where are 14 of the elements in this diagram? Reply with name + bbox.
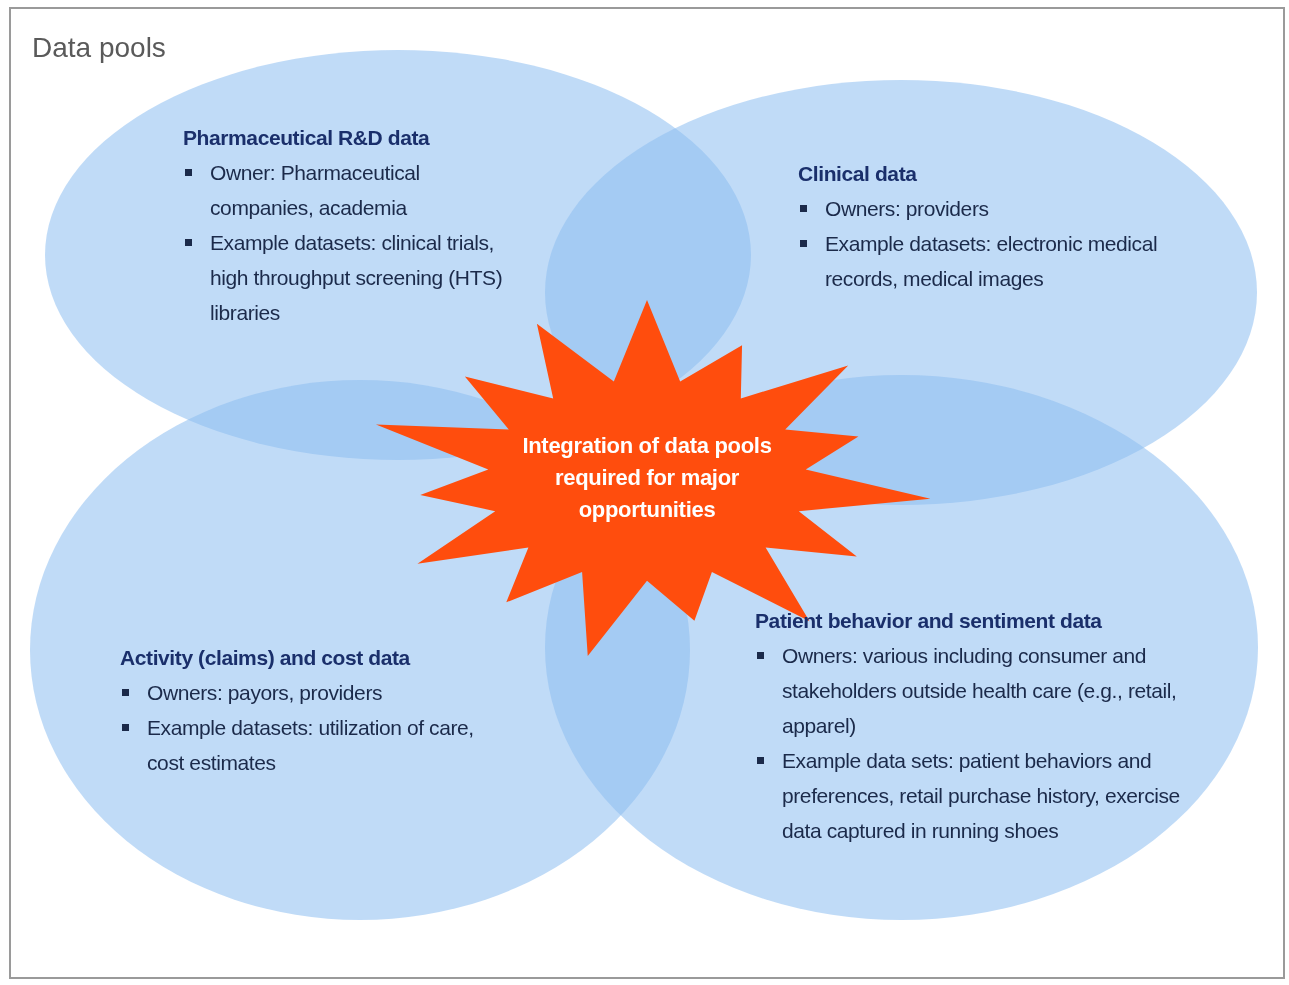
- bullet-item: Example datasets: utilization of care, cost estimates: [147, 715, 475, 776]
- diagram-title: Data pools: [32, 32, 166, 64]
- pool-heading: Activity (claims) and cost data: [120, 645, 412, 671]
- bullet-item: Owners: various including consumer and stakeholders outside health care (e.g., retail, apparel): [782, 643, 1178, 739]
- bullet-item: Example datasets: clinical trials, high throughput screening (HTS) libraries: [210, 230, 504, 326]
- bullet-item: Owners: payors, providers: [147, 680, 384, 706]
- bullet-item: Owner: Pharmaceutical companies, academia: [210, 160, 421, 221]
- starburst-text: Integration of data pools required for major opportunities: [521, 432, 773, 524]
- pool-heading: Clinical data: [798, 161, 918, 187]
- bullet-item: Owners: providers: [825, 196, 990, 222]
- pool-heading: Pharmaceutical R&D data: [183, 125, 431, 151]
- pool-heading: Patient behavior and sentiment data: [755, 608, 1103, 634]
- bullet-item: Example datasets: electronic medical records, medical images: [825, 231, 1159, 292]
- bullet-item: Example data sets: patient behaviors and preferences, retail purchase history, exercise data captured in running shoes: [782, 748, 1181, 844]
